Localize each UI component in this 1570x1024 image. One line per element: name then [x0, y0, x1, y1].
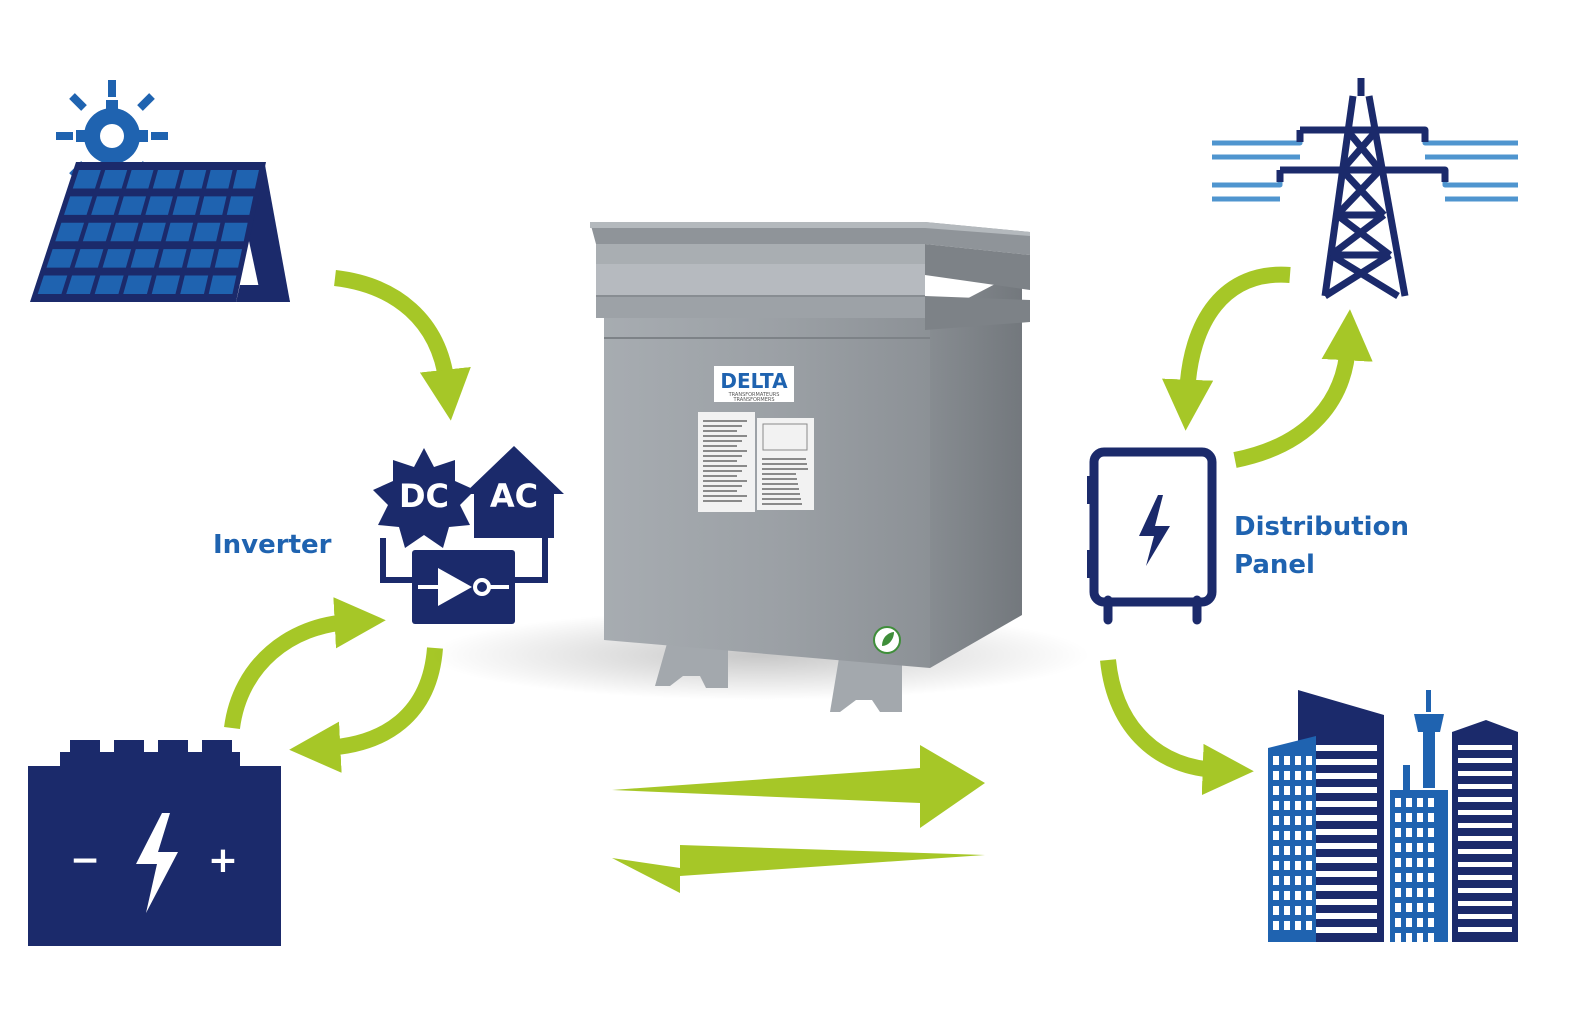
- solar-cell: [232, 169, 259, 189]
- bidirectional-flow-arrows: [612, 745, 985, 893]
- ac-label: AC: [490, 477, 538, 515]
- solar-cell: [102, 249, 132, 268]
- solar-cell: [158, 249, 187, 268]
- arrow-battery-to-inverter: [224, 597, 386, 730]
- solar-cell: [37, 275, 68, 295]
- delta-logo-sub2: TRANSFORMERS: [732, 397, 774, 403]
- solar-cell: [82, 222, 112, 242]
- dc-label: DC: [399, 477, 449, 515]
- solar-cell: [138, 222, 166, 242]
- solar-cell: [91, 196, 120, 215]
- dc-burst-shape: [373, 448, 475, 548]
- solar-cell: [180, 275, 209, 295]
- arrow-panel-to-tower: [1233, 309, 1373, 468]
- solar-panel-icon: [30, 162, 290, 302]
- arrow-right: [612, 745, 985, 828]
- solar-cell: [110, 222, 139, 242]
- flow-arrows: [224, 266, 1373, 796]
- solar-cell: [208, 275, 237, 295]
- ac-house-shape: [464, 446, 564, 538]
- solar-cell: [193, 222, 221, 242]
- solar-cell: [206, 169, 233, 189]
- battery-icon: − +: [28, 740, 281, 946]
- transmission-tower-icon: [1212, 78, 1518, 299]
- solar-cell: [74, 249, 104, 268]
- solar-cell: [172, 196, 200, 215]
- battery-plus-sign: +: [208, 840, 238, 881]
- distribution-panel-icon: [1087, 447, 1217, 625]
- arrow-solar-to-inverter: [333, 270, 471, 421]
- solar-cell: [63, 196, 93, 215]
- solar-cell: [152, 169, 180, 189]
- arrow-left: [612, 845, 985, 893]
- arrow-tower-to-panel: [1162, 266, 1291, 431]
- solar-cell: [214, 249, 243, 268]
- solar-cell: [126, 169, 154, 189]
- inverter-label: Inverter: [213, 530, 332, 560]
- distribution-panel-label-line1: Distribution: [1234, 512, 1409, 542]
- solar-cell: [72, 169, 101, 189]
- solar-cell: [118, 196, 147, 215]
- delta-logo-sub1: TRANSFORMATEURS: [728, 392, 780, 398]
- solar-cell: [123, 275, 152, 295]
- distribution-panel-label-line2: Panel: [1234, 550, 1315, 580]
- solar-cell: [66, 275, 96, 295]
- solar-cell: [220, 222, 248, 242]
- delta-transformer: DELTA TRANSFORMATEURS TRANSFORMERS: [430, 222, 1090, 712]
- battery-minus-sign: −: [70, 840, 100, 881]
- solar-cell: [165, 222, 194, 242]
- city-buildings-icon: [1268, 690, 1518, 942]
- solar-cell: [130, 249, 159, 268]
- arrow-panel-to-city: [1100, 659, 1254, 796]
- inverter-icon: DC AC: [373, 446, 564, 624]
- solar-cell: [55, 222, 85, 242]
- solar-cell: [179, 169, 207, 189]
- arrow-inverter-to-battery: [289, 647, 443, 773]
- solar-cell: [226, 196, 254, 215]
- delta-logo-text: DELTA: [720, 369, 788, 393]
- solar-cell: [145, 196, 173, 215]
- solar-cell: [94, 275, 124, 295]
- solar-cell: [46, 249, 76, 268]
- solar-cell: [199, 196, 227, 215]
- solar-cell: [99, 169, 128, 189]
- solar-cell: [151, 275, 181, 295]
- solar-cell: [186, 249, 215, 268]
